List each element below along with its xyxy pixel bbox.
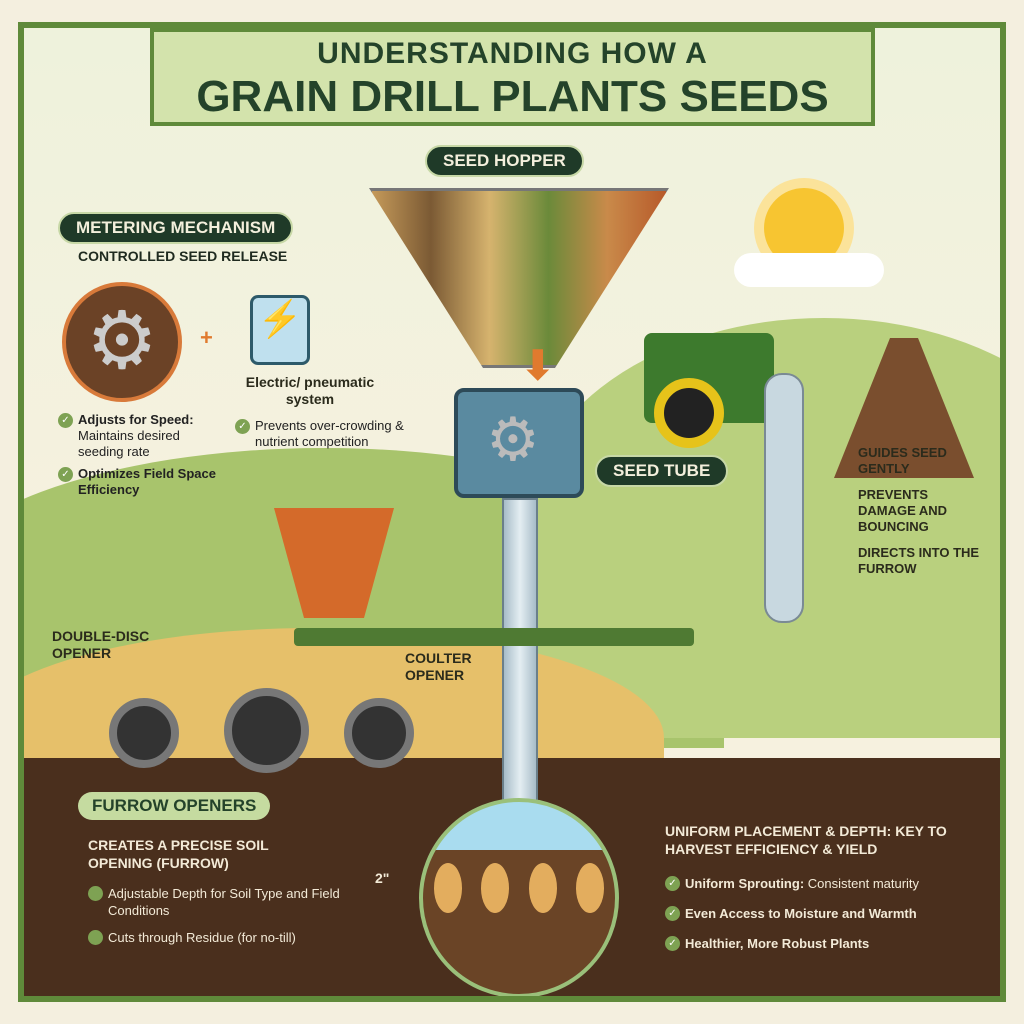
gear-icon: ⚙ <box>486 406 540 473</box>
metering-subtitle: CONTROLLED SEED RELEASE <box>78 248 288 264</box>
down-arrow-icon: ⬇ <box>521 344 555 388</box>
seed-tube-points: GUIDES SEED GENTLY PREVENTS DAMAGE AND B… <box>858 445 983 577</box>
metering-points: ✓ Adjusts for Speed:Maintains desired se… <box>58 412 223 498</box>
check-icon: ✓ <box>665 936 680 951</box>
metering-point: ✓ Adjusts for Speed:Maintains desired se… <box>58 412 223 460</box>
title-line-2: GRAIN DRILL PLANTS SEEDS <box>196 72 829 121</box>
system-point: ✓Prevents over-crowding & nutrient compe… <box>235 418 415 450</box>
seed-tube-closeup <box>764 373 804 623</box>
check-icon: ✓ <box>665 906 680 921</box>
plus-icon: + <box>200 325 213 350</box>
check-icon: ✓ <box>235 419 250 434</box>
tractor-wheel <box>654 378 724 448</box>
system-label: Electric/ pneumatic system <box>245 374 375 407</box>
electric-system-icon: ⚡ <box>250 295 310 365</box>
furrow-point: Cuts through Residue (for no-till) <box>88 929 353 946</box>
check-icon: ✓ <box>665 876 680 891</box>
double-disc-label: DOUBLE-DISC OPENER <box>52 628 150 661</box>
furrow-subtitle: CREATES A PRECISE SOIL OPENING (FURROW) <box>88 837 269 871</box>
furrow-point: Adjustable Depth for Soil Type and Field… <box>88 885 353 919</box>
uniform-title: UNIFORM PLACEMENT & DEPTH: KEY TO HARVES… <box>665 823 947 857</box>
wheel <box>224 688 309 773</box>
metering-point: ✓ Optimizes Field Space Efficiency <box>58 466 223 498</box>
uniform-point: ✓Uniform Sprouting: Consistent maturity <box>665 875 985 893</box>
coulter-label: COULTER OPENER <box>405 650 472 683</box>
bullet-icon <box>88 886 103 901</box>
cloud <box>734 253 884 287</box>
frame-bar <box>294 628 694 646</box>
wheel <box>109 698 179 768</box>
seed-tube-label: SEED TUBE <box>595 455 729 487</box>
depth-value: 2" <box>375 870 390 886</box>
wheel <box>344 698 414 768</box>
metering-title: METERING MECHANISM <box>58 212 294 244</box>
title-line-1: UNDERSTANDING HOW A <box>317 37 708 70</box>
uniform-points: ✓Uniform Sprouting: Consistent maturity … <box>665 875 985 953</box>
tube-point: GUIDES SEED GENTLY <box>858 445 947 476</box>
bullet-icon <box>88 930 103 945</box>
metering-point-detail: Maintains desired seeding rate <box>78 428 180 459</box>
seed-hopper-label: SEED HOPPER <box>425 145 584 177</box>
metering-housing <box>454 388 584 498</box>
metering-gear-icon: ⚙ <box>62 282 182 402</box>
furrow-points: Adjustable Depth for Soil Type and Field… <box>88 885 353 946</box>
uniform-point: ✓Even Access to Moisture and Warmth <box>665 905 985 923</box>
furrow-title: FURROW OPENERS <box>78 792 271 820</box>
title-banner: UNDERSTANDING HOW A GRAIN DRILL PLANTS S… <box>150 28 875 126</box>
tube-point: PREVENTS DAMAGE AND BOUNCING <box>858 487 948 534</box>
check-icon: ✓ <box>58 413 73 428</box>
seed-row <box>434 863 604 913</box>
check-icon: ✓ <box>58 467 73 482</box>
uniform-point: ✓Healthier, More Robust Plants <box>665 935 985 953</box>
tube-point: DIRECTS INTO THE FURROW <box>858 545 980 576</box>
